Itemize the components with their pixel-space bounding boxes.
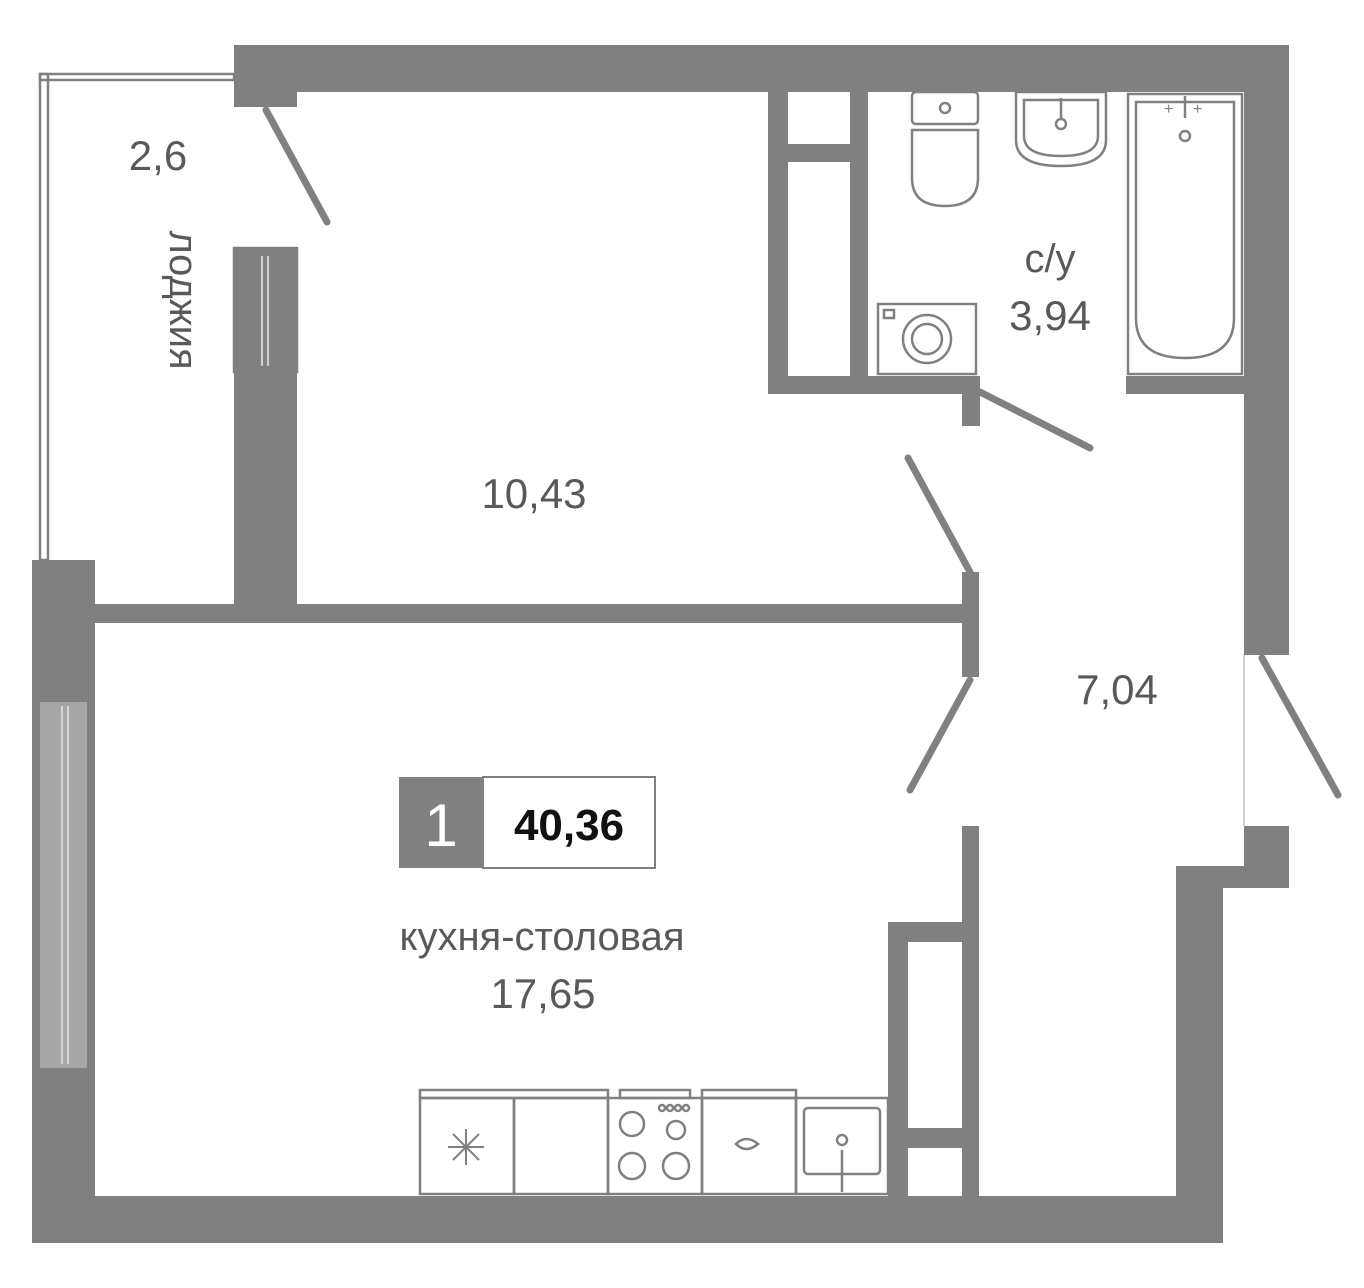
entrance-door (1258, 654, 1342, 799)
toilet-icon (910, 90, 980, 208)
bathroom-name: с/у (1024, 237, 1075, 281)
kitchen-door (906, 676, 974, 794)
bathroom-door (976, 388, 1094, 452)
bedroom-area: 10,43 (481, 470, 586, 517)
bathroom-fixtures: + + (876, 90, 1244, 376)
apartment-badge: 1 40,36 (399, 776, 656, 869)
kitchen-counter (418, 1088, 890, 1196)
dishwasher-icon (734, 1137, 760, 1151)
svg-text:+: + (1193, 101, 1202, 118)
total-area-box (482, 776, 656, 869)
loggia-railing (38, 72, 299, 562)
kitchen-window (40, 702, 87, 1068)
kitchen-name: кухня-столовая (400, 915, 685, 959)
washing-machine-icon (876, 302, 978, 376)
loggia-door (262, 106, 331, 226)
rooms-count-box (399, 777, 483, 868)
room-labels: 2,6 лоджия 10,43 с/у 3,94 7,04 кухня-сто… (129, 132, 1158, 1017)
bedroom-door (904, 454, 974, 576)
sink-icon (1014, 90, 1108, 168)
rooms-count: 1 (424, 792, 457, 859)
doors (262, 106, 1342, 826)
kitchen-area: 17,65 (490, 970, 595, 1017)
hallway-area: 7,04 (1076, 666, 1158, 713)
total-area: 40,36 (514, 801, 624, 850)
walls (32, 45, 1289, 1243)
fridge-icon (448, 1129, 484, 1165)
stove-icon (617, 1103, 691, 1181)
loggia-name: лоджия (161, 230, 205, 369)
svg-text:+: + (1164, 101, 1173, 118)
bathtub-icon: + + (1126, 92, 1244, 376)
loggia-area: 2,6 (129, 132, 187, 179)
kitchen-sink-icon (802, 1106, 882, 1192)
bathroom-area: 3,94 (1009, 292, 1091, 339)
